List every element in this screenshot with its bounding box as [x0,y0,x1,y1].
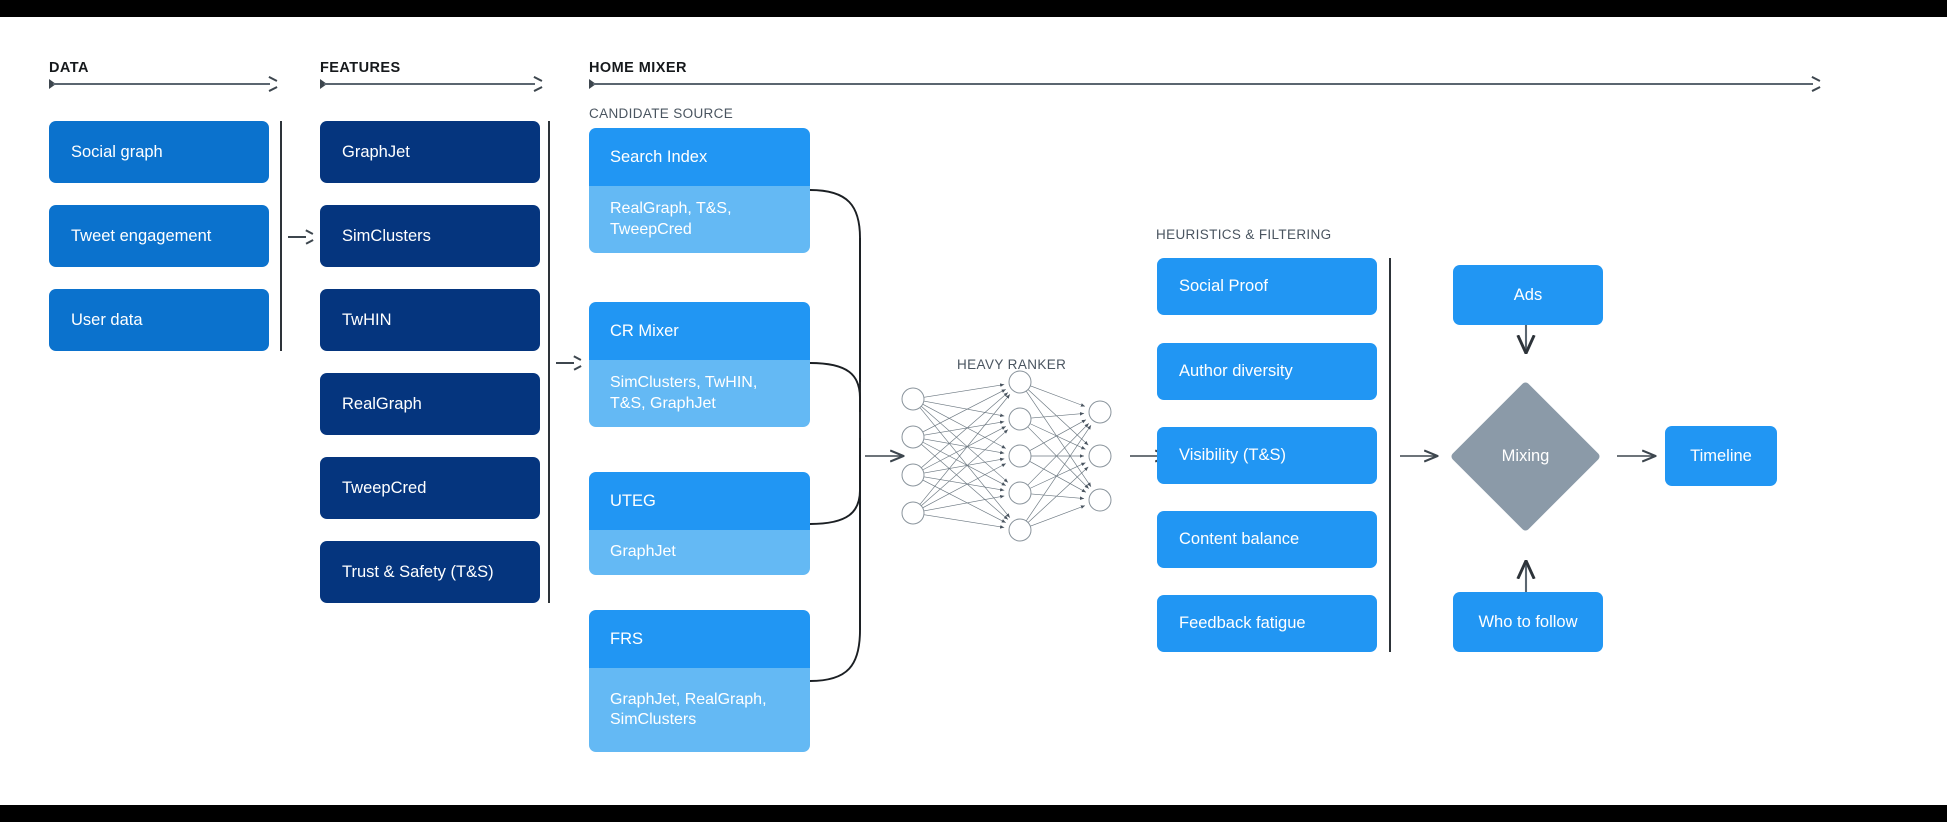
sublabel-heavy-ranker: HEAVY RANKER [957,357,1067,372]
feature-card-label: TweepCred [342,478,427,497]
feature-card-label: SimClusters [342,226,431,245]
data-card-label: Social graph [71,142,163,161]
feature-card-tweepcred[interactable]: TweepCred [320,457,540,519]
candidate-source-title: CR Mixer [589,302,810,360]
heuristic-card-label: Content balance [1179,530,1300,548]
data-card-label: User data [71,310,143,329]
section-label-data: DATA [49,60,89,76]
feature-card-simclusters[interactable]: SimClusters [320,205,540,267]
data-card-social-graph[interactable]: Social graph [49,121,269,183]
sublabel-candidate-source: CANDIDATE SOURCE [589,106,734,121]
feature-card-trust-and-safety[interactable]: Trust & Safety (T&S) [320,541,540,603]
data-card-label: Tweet engagement [71,226,212,245]
candidate-source-title: Search Index [589,128,810,186]
candidate-source-features: RealGraph, T&S, TweepCred [589,186,810,253]
letterbox-band-top [0,0,1947,17]
heuristic-card-label: Author diversity [1179,362,1293,380]
axis-arrow-home-mixer [589,79,1820,89]
candidate-source-features: GraphJet, RealGraph, SimClusters [589,668,810,752]
column-rule-heuristics [1389,258,1391,652]
heuristic-card-content-balance[interactable]: Content balance [1157,511,1377,568]
candidate-source-card-uteg[interactable]: UTEG GraphJet [589,472,810,575]
feature-card-label: Trust & Safety (T&S) [342,562,494,581]
who-to-follow-label: Who to follow [1478,612,1578,631]
feature-card-label: GraphJet [342,142,410,161]
column-rule-features [548,121,550,603]
who-to-follow-card[interactable]: Who to follow [1453,592,1603,652]
heuristic-card-social-proof[interactable]: Social Proof [1157,258,1377,315]
ads-label: Ads [1513,285,1543,304]
candidate-source-card-frs[interactable]: FRS GraphJet, RealGraph, SimClusters [589,610,810,752]
data-card-user-data[interactable]: User data [49,289,269,351]
feature-card-label: RealGraph [342,394,422,413]
candidate-source-title: UTEG [589,472,810,530]
timeline-label: Timeline [1690,446,1752,465]
letterbox-band-bottom [0,805,1947,822]
heuristic-card-author-diversity[interactable]: Author diversity [1157,343,1377,400]
candidate-source-card-cr-mixer[interactable]: CR Mixer SimClusters, TwHIN, T&S, GraphJ… [589,302,810,427]
ads-card[interactable]: Ads [1453,265,1603,325]
candidate-source-title: FRS [589,610,810,668]
data-card-tweet-engagement[interactable]: Tweet engagement [49,205,269,267]
section-label-home-mixer: HOME MIXER [589,60,687,76]
feature-card-graphjet[interactable]: GraphJet [320,121,540,183]
candidate-source-card-search-index[interactable]: Search Index RealGraph, T&S, TweepCred [589,128,810,253]
heuristic-card-feedback-fatigue[interactable]: Feedback fatigue [1157,595,1377,652]
sublabel-heuristics-filtering: HEURISTICS & FILTERING [1156,227,1332,242]
feature-card-twhin[interactable]: TwHIN [320,289,540,351]
timeline-card[interactable]: Timeline [1665,426,1777,486]
arrow-features-to-candidate-source [556,358,581,367]
candidate-source-features: SimClusters, TwHIN, T&S, GraphJet [589,360,810,427]
heuristic-card-visibility[interactable]: Visibility (T&S) [1157,427,1377,484]
heuristic-card-label: Social Proof [1179,277,1268,295]
mixing-label: Mixing [1501,447,1550,465]
axis-arrow-features [320,79,542,89]
arrow-data-to-features [288,232,313,241]
feature-card-label: TwHIN [342,310,392,329]
feature-card-realgraph[interactable]: RealGraph [320,373,540,435]
column-rule-data [280,121,282,351]
candidate-source-features: GraphJet [589,530,810,575]
axis-arrow-data [49,79,277,89]
heuristic-card-label: Feedback fatigue [1179,614,1306,632]
section-label-features: FEATURES [320,60,401,76]
heuristic-card-label: Visibility (T&S) [1179,446,1286,464]
